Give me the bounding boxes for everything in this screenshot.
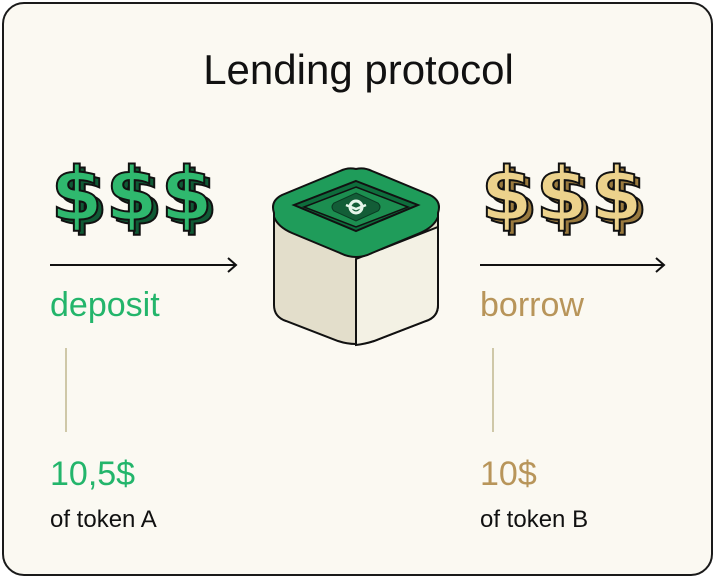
gold-dollar-coins-icon: $ $ $ $ $ $ bbox=[480, 151, 649, 240]
diagram-title: Lending protocol bbox=[203, 46, 514, 93]
deposit-label: deposit bbox=[50, 286, 160, 324]
borrow-label: borrow bbox=[480, 286, 584, 324]
svg-text:$: $ bbox=[106, 152, 158, 238]
deposit-token: of token A bbox=[50, 506, 157, 533]
svg-text:$: $ bbox=[541, 156, 593, 240]
svg-text:$: $ bbox=[161, 152, 213, 238]
svg-text:$: $ bbox=[486, 156, 538, 240]
svg-text:$: $ bbox=[166, 156, 218, 240]
deposit-arrow bbox=[50, 257, 238, 273]
svg-text:$: $ bbox=[111, 156, 163, 240]
borrow-arrow bbox=[480, 257, 666, 273]
svg-text:$: $ bbox=[591, 152, 643, 238]
borrow-connector-line bbox=[492, 348, 494, 432]
svg-text:$: $ bbox=[56, 156, 108, 240]
svg-text:$: $ bbox=[536, 152, 588, 238]
borrow-amount: 10$ bbox=[480, 455, 537, 493]
green-dollar-coins-icon: $ $ $ $ $ $ $ bbox=[50, 151, 219, 240]
svg-text:$: $ bbox=[51, 152, 103, 238]
deposit-connector-line bbox=[65, 348, 67, 432]
borrow-token: of token B bbox=[480, 506, 589, 533]
svg-text:$: $ bbox=[481, 152, 533, 238]
deposit-amount: 10,5$ bbox=[50, 455, 136, 493]
svg-text:$: $ bbox=[596, 156, 648, 240]
protocol-vault-box-icon bbox=[272, 167, 440, 347]
